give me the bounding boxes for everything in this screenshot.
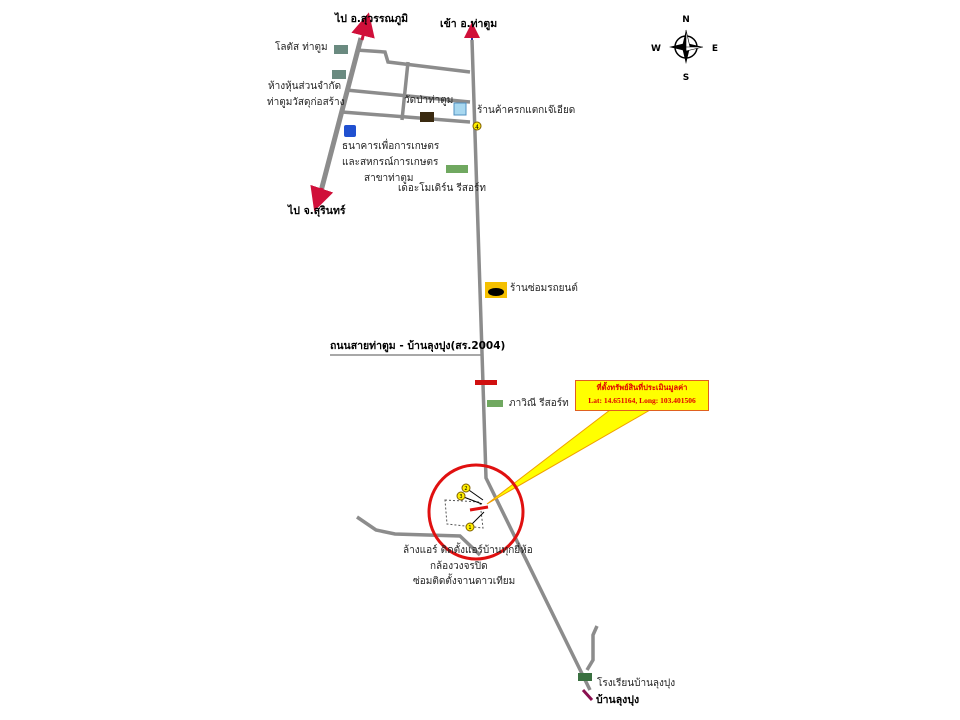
label-aircon-2: กล้องวงจรปิด — [430, 561, 488, 572]
label-to-surin: ไป จ.สุรินทร์ — [288, 205, 346, 217]
temple-icon — [420, 112, 434, 122]
label-bank-3: สาขาท่าตูม — [364, 173, 414, 184]
bank-icon — [344, 125, 356, 137]
label-aircon-3: ซ่อมติดตั้งจานดาวเทียม — [413, 576, 516, 587]
highway-road — [317, 37, 364, 196]
compass-w: W — [651, 44, 661, 54]
label-hardware-1: ห้างหุ้นส่วนจำกัด — [268, 81, 342, 92]
svg-text:2: 2 — [464, 486, 467, 492]
label-noodle-shop: ร้านค้าครกแตกเจ๊เอียด — [477, 105, 576, 116]
arrow-north-icon — [351, 12, 375, 41]
label-into-tha-tum: เข้า อ.ท่าตูม — [440, 18, 498, 30]
label-bank-1: ธนาคารเพื่อการเกษตร — [342, 141, 440, 152]
property-frontage — [469, 505, 489, 512]
label-modern-resort: เดอะโมเดิร์น รีสอร์ท — [398, 183, 486, 194]
label-aircon-1: ล้างแอร์ ติดตั้งแอร์บ้านทุกยี่ห้อ — [403, 545, 533, 556]
label-hardware-2: ท่าตูมวัสดุก่อสร้าง — [267, 97, 345, 108]
label-lotus: โลตัส ท่าตูม — [275, 42, 328, 53]
building-icon — [334, 45, 348, 54]
label-ban-lung-pung: บ้านลุงปุง — [596, 694, 640, 706]
property-callout: ที่ตั้งทรัพย์สินที่ประเมินมูลค่า Lat: 14… — [575, 380, 709, 411]
resort-icon — [487, 400, 503, 407]
svg-text:4: 4 — [475, 124, 479, 131]
callout-pointer — [486, 409, 652, 505]
svg-text:1: 1 — [468, 525, 471, 531]
roads — [317, 37, 599, 691]
compass-e: E — [712, 44, 718, 54]
road-label: ถนนสายท่าตูม - บ้านลุงปุง(สร.2004) — [330, 340, 506, 352]
photo-markers — [456, 483, 475, 532]
compass-n: N — [682, 15, 690, 25]
compass-s: S — [683, 73, 689, 83]
label-pawinee-resort: ภาวิณี รีสอร์ท — [509, 398, 569, 409]
school-icon — [578, 673, 592, 681]
label-temple: วัดป่าท่าตูม — [404, 95, 454, 106]
callout-title: ที่ตั้งทรัพย์สินที่ประเมินมูลค่า — [596, 383, 688, 392]
main-road — [470, 39, 592, 691]
property-boundary — [444, 499, 484, 529]
bridge-icon — [475, 380, 497, 385]
restaurant-icon — [453, 102, 467, 116]
resort-icon — [446, 165, 468, 173]
location-circle — [427, 463, 525, 561]
marker-4 — [472, 121, 482, 131]
label-school: โรงเรียนบ้านลุงปุง — [597, 678, 676, 689]
svg-text:3: 3 — [459, 494, 462, 500]
arrow-south-icon — [310, 184, 334, 212]
label-bank-2: และสหกรณ์การเกษตร — [342, 157, 439, 168]
label-garage: ร้านซ่อมรถยนต์ — [510, 283, 578, 294]
arrow-ban-lung-pung-icon — [581, 688, 594, 702]
building-icon — [332, 70, 346, 79]
label-to-suwannaphum: ไป อ.สุวรรณภูมิ — [335, 13, 409, 25]
compass-icon — [669, 29, 704, 64]
callout-coords: Lat: 14.651164, Long: 103.401506 — [588, 396, 696, 405]
